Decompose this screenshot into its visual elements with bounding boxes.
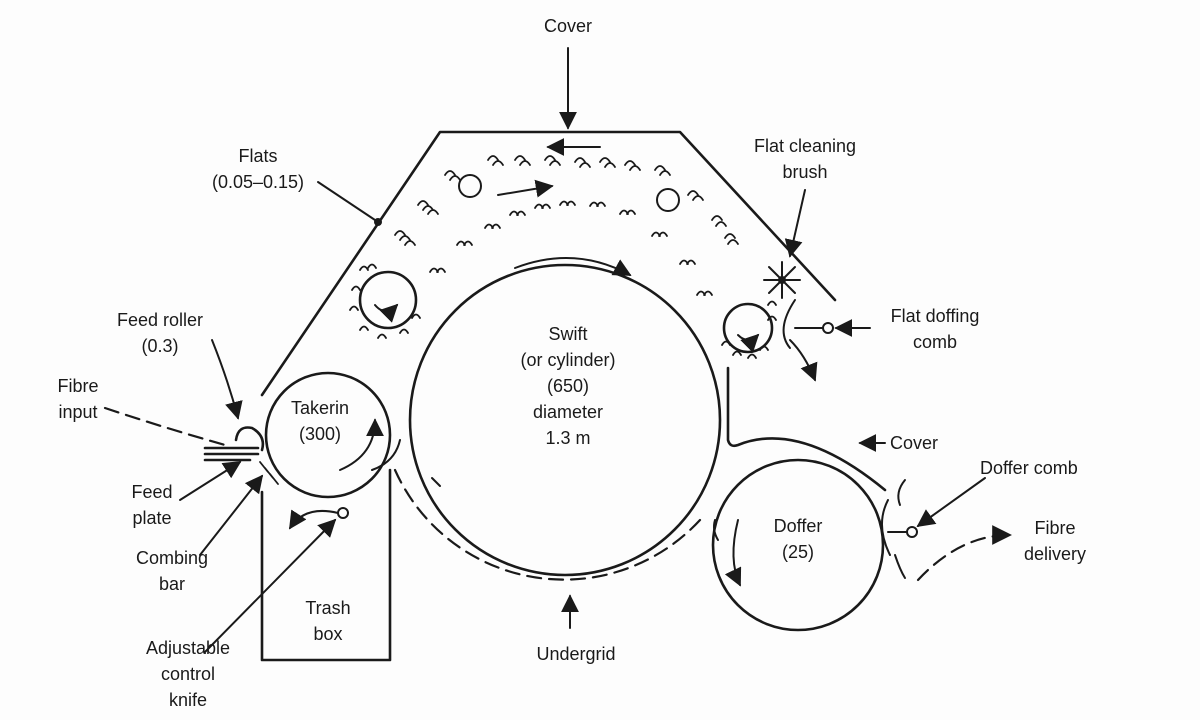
label-combing-bar-1: Combing bbox=[136, 548, 208, 568]
label-swift-2: (or cylinder) bbox=[520, 350, 615, 370]
label-knife-1: Adjustable bbox=[146, 638, 230, 658]
label-knife-2: control bbox=[161, 664, 215, 684]
label-flats-2: (0.05–0.15) bbox=[212, 172, 304, 192]
knife-leader bbox=[204, 518, 337, 653]
swift-teeth bbox=[429, 200, 713, 296]
combing-bar-leader bbox=[199, 474, 264, 556]
label-feed-roller-1: Feed roller bbox=[117, 310, 203, 330]
flat-roller-left bbox=[458, 174, 482, 198]
undergrid-dashed bbox=[393, 468, 702, 581]
label-swift-4: diameter bbox=[533, 402, 603, 422]
label-doffer-comb: Doffer comb bbox=[980, 458, 1078, 478]
right-flat-roller bbox=[721, 300, 777, 359]
label-swift-5: 1.3 m bbox=[545, 428, 590, 448]
label-flat-doffing-1: Flat doffing bbox=[891, 306, 980, 326]
feed-plate-leader bbox=[179, 461, 242, 501]
takerin-roller bbox=[264, 371, 392, 499]
feed-roller-leader bbox=[211, 339, 243, 420]
control-knife-arc bbox=[289, 509, 339, 530]
label-flat-cleaning-2: brush bbox=[782, 162, 827, 182]
trash-box bbox=[260, 468, 392, 662]
flat-cleaning-brush-icon bbox=[763, 261, 801, 299]
label-flat-doffing-2: comb bbox=[913, 332, 957, 352]
flat-doffing-comb bbox=[782, 299, 871, 382]
label-fibre-delivery-2: delivery bbox=[1024, 544, 1086, 564]
label-fibre-input-1: Fibre bbox=[57, 376, 98, 396]
flats-leader-dot bbox=[374, 218, 382, 226]
label-trash-2: box bbox=[313, 624, 342, 644]
swift-cylinder bbox=[408, 263, 722, 577]
swift-rotation-arrow bbox=[514, 257, 632, 276]
label-combing-bar-2: bar bbox=[159, 574, 185, 594]
label-takerin-2: (300) bbox=[299, 424, 341, 444]
doffer-cover-small bbox=[713, 519, 719, 541]
doffer-rotation-arrow bbox=[724, 519, 742, 587]
label-trash-1: Trash bbox=[305, 598, 350, 618]
fibre-delivery-dashed bbox=[916, 525, 1012, 582]
control-knife-pivot bbox=[337, 507, 349, 519]
label-cover-top: Cover bbox=[544, 16, 592, 36]
flats-leader bbox=[317, 181, 379, 223]
label-cover-doffer: Cover bbox=[890, 433, 938, 453]
label-swift-3: (650) bbox=[547, 376, 589, 396]
label-doffer-1: Doffer bbox=[774, 516, 823, 536]
flat-teeth-outer bbox=[394, 155, 739, 246]
trash-box-inner-arc bbox=[371, 439, 401, 471]
label-flats-1: Flats bbox=[238, 146, 277, 166]
doffer-roller bbox=[711, 458, 885, 632]
flat-roller-right bbox=[656, 188, 680, 212]
flats-arrow-right bbox=[497, 179, 554, 198]
fibre-input-dashed bbox=[103, 406, 227, 447]
label-fibre-input-2: input bbox=[58, 402, 97, 422]
doffer-comb bbox=[881, 479, 918, 579]
label-knife-3: knife bbox=[169, 690, 207, 710]
label-takerin-1: Takerin bbox=[291, 398, 349, 418]
label-doffer-2: (25) bbox=[782, 542, 814, 562]
label-fibre-delivery-1: Fibre bbox=[1034, 518, 1075, 538]
doffer-cover bbox=[726, 366, 887, 492]
label-undergrid: Undergrid bbox=[536, 644, 615, 664]
feed-roller bbox=[234, 426, 265, 452]
feed-plate bbox=[203, 446, 260, 462]
takerin-rotation-arrow bbox=[339, 418, 384, 471]
combing-bar-teeth bbox=[259, 461, 279, 485]
doffer-comb-leader bbox=[916, 477, 986, 528]
label-swift-1: Swift bbox=[548, 324, 587, 344]
label-flat-cleaning-1: Flat cleaning bbox=[754, 136, 856, 156]
flat-cleaning-leader bbox=[784, 189, 806, 258]
cover-housing bbox=[260, 130, 837, 397]
left-flat-roller bbox=[349, 263, 421, 339]
undergrid-tick bbox=[431, 477, 441, 487]
label-feed-plate-2: plate bbox=[132, 508, 171, 528]
label-feed-plate-1: Feed bbox=[131, 482, 172, 502]
label-feed-roller-2: (0.3) bbox=[141, 336, 178, 356]
